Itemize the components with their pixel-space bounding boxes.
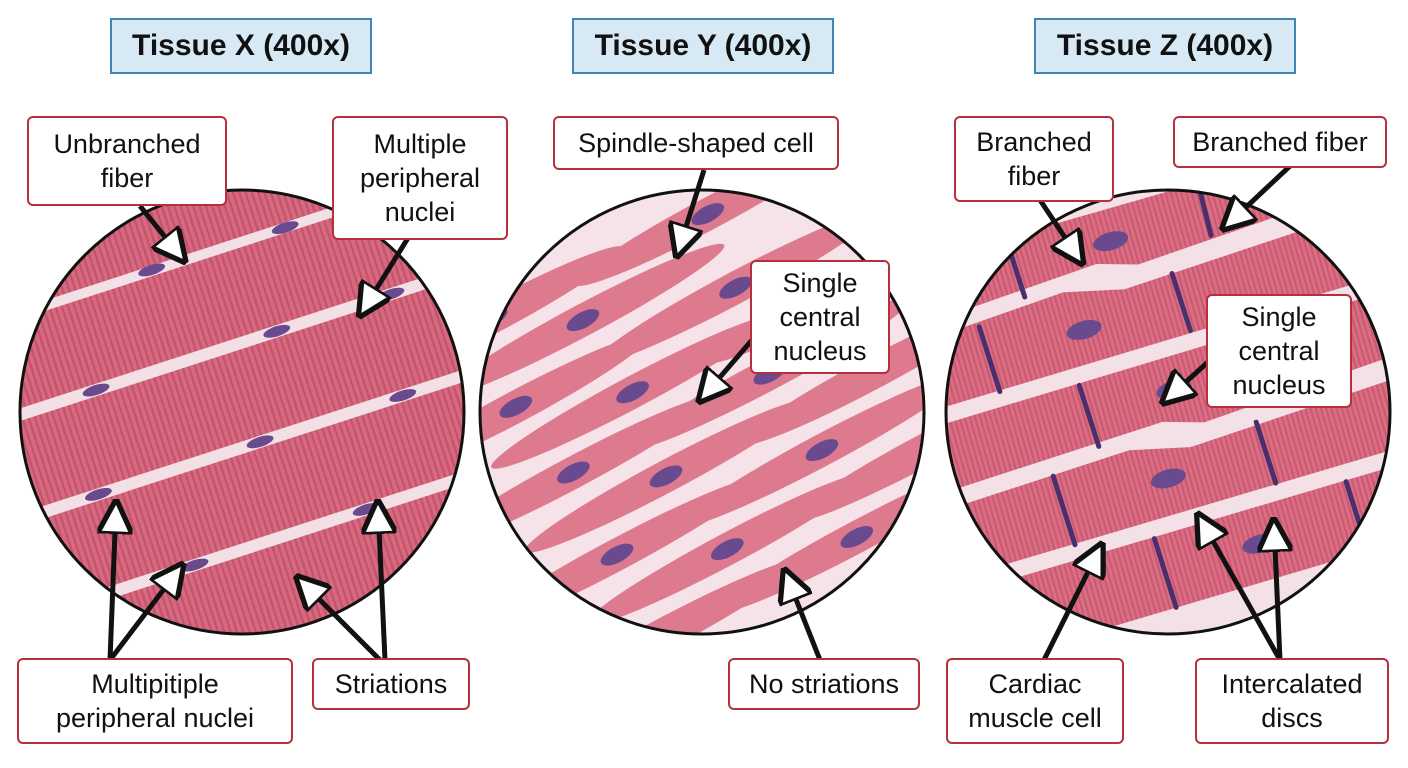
label-branched-fiber-right-text: Branched fiber bbox=[1192, 127, 1368, 157]
label-unbranched-fiber-text: Unbranched fiber bbox=[53, 129, 201, 193]
central-nucleus bbox=[1150, 468, 1186, 489]
label-no-striations-text: No striations bbox=[748, 669, 900, 699]
label-intercalated-discs: Intercalated discs bbox=[1195, 658, 1389, 744]
peripheral-nucleus bbox=[271, 221, 299, 235]
arrow-branched-fiber-left bbox=[1037, 198, 1080, 260]
label-multiple-peripheral-nuclei-bottom: Multipitiple peripheral nuclei bbox=[17, 658, 293, 744]
peripheral-nucleus bbox=[20, 307, 33, 321]
label-striations-text: Striations bbox=[334, 669, 448, 699]
intercalated-disc bbox=[1151, 536, 1179, 610]
label-cardiac-muscle-cell: Cardiac muscle cell bbox=[946, 658, 1124, 744]
label-single-central-nucleus-z: Single central nucleus bbox=[1206, 294, 1352, 408]
arrow-multiple-peripheral-nuclei-bottom bbox=[110, 506, 180, 662]
label-spindle-shaped-cell: Spindle-shaped cell bbox=[553, 116, 839, 170]
arrow-spindle-shaped-cell bbox=[678, 169, 707, 252]
label-striations: Striations bbox=[312, 658, 470, 710]
central-nucleus bbox=[499, 395, 533, 418]
arrow-unbranched-fiber bbox=[138, 204, 182, 258]
peripheral-nucleus bbox=[246, 435, 274, 449]
peripheral-nucleus bbox=[389, 389, 417, 402]
central-nucleus bbox=[711, 538, 744, 561]
label-unbranched-fiber: Unbranched fiber bbox=[27, 116, 227, 206]
intercalated-disc bbox=[1169, 271, 1193, 334]
pointer-arrows bbox=[110, 164, 1292, 662]
central-nucleus bbox=[840, 525, 874, 548]
label-single-central-nucleus-y-text: Single central nucleus bbox=[773, 268, 867, 366]
central-nucleus bbox=[616, 381, 649, 404]
intercalated-disc bbox=[976, 324, 1003, 395]
central-nucleus bbox=[691, 203, 725, 226]
label-intercalated-discs-text: Intercalated discs bbox=[1221, 669, 1363, 733]
tissue-z-title-text: Tissue Z (400x) bbox=[1056, 29, 1274, 62]
tissue-y-title-text: Tissue Y (400x) bbox=[594, 29, 812, 62]
central-nucleus bbox=[719, 276, 752, 299]
central-nucleus bbox=[649, 465, 683, 488]
peripheral-nucleus bbox=[82, 383, 110, 397]
tissue-z-title: Tissue Z (400x) bbox=[1034, 18, 1296, 74]
label-multiple-peripheral-nuclei-top: Multiple peripheral nuclei bbox=[332, 116, 508, 240]
tissue-y-title: Tissue Y (400x) bbox=[572, 18, 834, 74]
intercalated-disc bbox=[1076, 382, 1102, 449]
skeletal-fiber bbox=[20, 364, 464, 619]
cardiac-fiber bbox=[971, 457, 1390, 634]
skeletal-fiber bbox=[20, 190, 464, 431]
arrow-multiple-peripheral-nuclei-top bbox=[362, 236, 411, 312]
label-single-central-nucleus-z-text: Single central nucleus bbox=[1232, 302, 1326, 400]
arrow-branched-fiber-right bbox=[1226, 164, 1292, 226]
label-spindle-shaped-cell-text: Spindle-shaped cell bbox=[578, 128, 814, 158]
label-single-central-nucleus-y: Single central nucleus bbox=[750, 260, 890, 374]
peripheral-nucleus bbox=[181, 558, 209, 572]
intercalated-disc bbox=[1050, 473, 1078, 548]
central-nucleus bbox=[557, 461, 590, 484]
arrow-no-striations bbox=[786, 574, 823, 661]
field-of-view-outline bbox=[478, 188, 926, 636]
label-branched-fiber-left-text: Branched fiber bbox=[976, 127, 1092, 191]
arrow-cardiac-muscle-cell bbox=[1041, 548, 1100, 662]
field-of-view-outline bbox=[944, 188, 1392, 636]
arrow-single-central-nucleus-y bbox=[702, 338, 754, 398]
label-multiple-peripheral-nuclei-top-text: Multiple peripheral nuclei bbox=[359, 129, 481, 227]
label-multiple-peripheral-nuclei-bottom-text: Multipitiple peripheral nuclei bbox=[55, 669, 255, 733]
skeletal-fiber bbox=[20, 269, 464, 526]
intercalated-disc bbox=[1253, 419, 1279, 486]
arrow-intercalated-discs bbox=[1200, 518, 1280, 662]
tissue-x-title-text: Tissue X (400x) bbox=[132, 29, 350, 62]
label-cardiac-muscle-cell-text: Cardiac muscle cell bbox=[968, 669, 1102, 733]
peripheral-nucleus bbox=[263, 324, 291, 338]
label-no-striations: No striations bbox=[728, 658, 920, 710]
label-branched-fiber-left: Branched fiber bbox=[954, 116, 1114, 202]
central-nucleus bbox=[805, 439, 839, 462]
central-nucleus bbox=[600, 543, 634, 566]
label-branched-fiber-right: Branched fiber bbox=[1173, 116, 1387, 168]
tissue-x-title: Tissue X (400x) bbox=[110, 18, 372, 74]
central-nucleus bbox=[566, 309, 600, 332]
cardiac-fiber bbox=[946, 213, 1372, 415]
central-nucleus bbox=[1093, 231, 1129, 252]
central-nucleus bbox=[1066, 319, 1102, 340]
field-of-view-outline bbox=[18, 188, 466, 636]
peripheral-nucleus bbox=[85, 487, 112, 501]
arrow-striations bbox=[300, 506, 385, 662]
tissue-y-micrograph bbox=[478, 188, 926, 636]
arrow-single-central-nucleus-z bbox=[1166, 360, 1210, 400]
